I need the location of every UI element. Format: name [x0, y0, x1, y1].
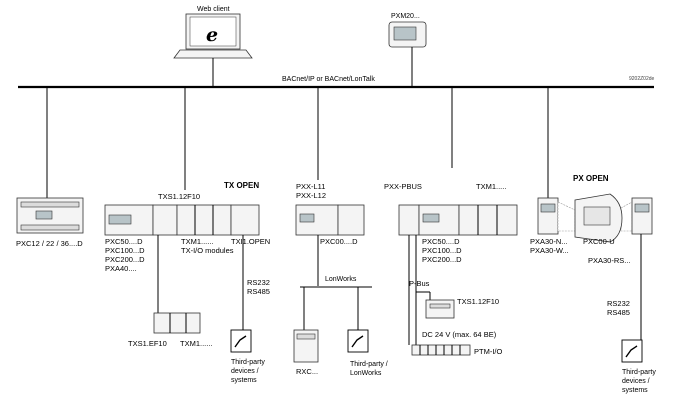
- pxm20-label: PXM20...: [391, 13, 420, 20]
- pxx-l-group: PXX-L11 PXX-L12 PXC00....D LonWorks RXC.…: [293, 182, 388, 377]
- lon-third-party-2: LonWorks: [350, 370, 382, 377]
- px-third-party-device-icon: [621, 339, 643, 363]
- tx-third-party-3: systems: [231, 377, 257, 384]
- bus-label: BACnet/IP or BACnet/LonTalk: [282, 76, 375, 83]
- pxa30-n-label: PXA30-N...: [530, 237, 568, 246]
- px-open-title: PX OPEN: [573, 174, 609, 183]
- pxa30-w-label: PXA30-W...: [530, 246, 569, 255]
- txm-bottom-label: TXM1......: [180, 339, 213, 348]
- pxc-line-1: PXC50....D: [105, 237, 143, 246]
- px-rs232: RS232: [607, 299, 630, 308]
- pxx-pbus-module: [398, 204, 420, 236]
- pbus-txm-label: TXM1.....: [476, 182, 506, 191]
- ptm-io-label: PTM-I/O: [474, 347, 502, 356]
- px-third-party-1: Third-party: [622, 369, 656, 376]
- laptop-keyboard: [173, 49, 253, 59]
- rxc-label: RXC...: [296, 367, 318, 376]
- pxa30-rs-label: PXA30-RS...: [588, 256, 631, 265]
- txm-io-modules: [176, 204, 232, 236]
- pxx-pbus-group: PXX-PBUS TXM1..... PXC50....D PXC100...D…: [384, 182, 518, 356]
- px-open-group: PX OPEN PXA30-N... PXA30-W... PXC00-U PX…: [530, 174, 656, 394]
- pxx-pbus-label: PXX-PBUS: [384, 182, 422, 191]
- pxm20-node: PXM20...: [388, 13, 427, 86]
- pxc-line-2: PXC100...D: [105, 246, 145, 255]
- doc-code: 9202Z02de: [629, 76, 655, 82]
- lon-third-party-1: Third-party /: [350, 361, 388, 368]
- third-party-device-icon: [230, 329, 252, 353]
- px-rs485: RS485: [607, 308, 630, 317]
- pbus-pxc-line-2: PXC100...D: [422, 246, 462, 255]
- txs-ef-expansion: [153, 312, 201, 334]
- txm-line-2: TX-I/O modules: [181, 246, 234, 255]
- tx-rs232: RS232: [247, 278, 270, 287]
- third-party-lonworks-icon: [347, 329, 369, 353]
- ptm-io-rail: [411, 344, 471, 356]
- pxc12-node: PXC12 / 22 / 36....D: [16, 197, 84, 248]
- pxc-line-4: PXA40....: [105, 264, 137, 273]
- tx-open-title: TX OPEN: [224, 181, 259, 190]
- txm-line-1: TXM1......: [181, 237, 214, 246]
- txi-open-label: TXI1.OPEN: [231, 237, 270, 246]
- dc-24v-label: DC 24 V (max. 64 BE): [422, 330, 497, 339]
- pbus-txs-power: [425, 299, 455, 319]
- tx-open-group: TX OPEN TXS1.12F10 PXC50....D PXC100...D…: [104, 181, 270, 384]
- web-client-label: Web client: [197, 6, 230, 13]
- pxc00-label: PXC00....D: [320, 237, 358, 246]
- tx-third-party-1: Third-party: [231, 359, 265, 366]
- pbus-txm-modules: [458, 204, 518, 236]
- pbus-label: P-Bus: [409, 279, 430, 288]
- pxa30-n-module: [537, 197, 559, 235]
- ie-browser-icon: e: [206, 24, 218, 46]
- pbus-txs-label: TXS1.12F10: [457, 297, 499, 306]
- pxc00-u-label: PXC00-U: [583, 237, 615, 246]
- txs-top-label: TXS1.12F10: [158, 192, 200, 201]
- px-third-party-3: systems: [622, 387, 648, 394]
- txs-ef-label: TXS1.EF10: [128, 339, 167, 348]
- tx-third-party-2: devices /: [231, 368, 259, 375]
- pxc00-controller: [337, 204, 365, 236]
- tx-rs485: RS485: [247, 287, 270, 296]
- pxc12-label: PXC12 / 22 / 36....D: [16, 239, 83, 248]
- pxx-l11-label: PXX-L11: [296, 182, 325, 191]
- txi-open-module: [230, 204, 260, 236]
- svg-text:e: e: [206, 24, 218, 46]
- pbus-pxc-line-1: PXC50....D: [422, 237, 460, 246]
- pxx-l12-label: PXX-L12: [296, 191, 326, 200]
- pxc-line-3: PXC200...D: [105, 255, 145, 264]
- web-client-node: Web client e: [173, 6, 253, 86]
- px-third-party-2: devices /: [622, 378, 650, 385]
- lonworks-label: LonWorks: [325, 276, 357, 283]
- pxa30-rs-module: [631, 197, 653, 235]
- txs-power-module: [152, 204, 178, 236]
- pbus-pxc-line-3: PXC200...D: [422, 255, 462, 264]
